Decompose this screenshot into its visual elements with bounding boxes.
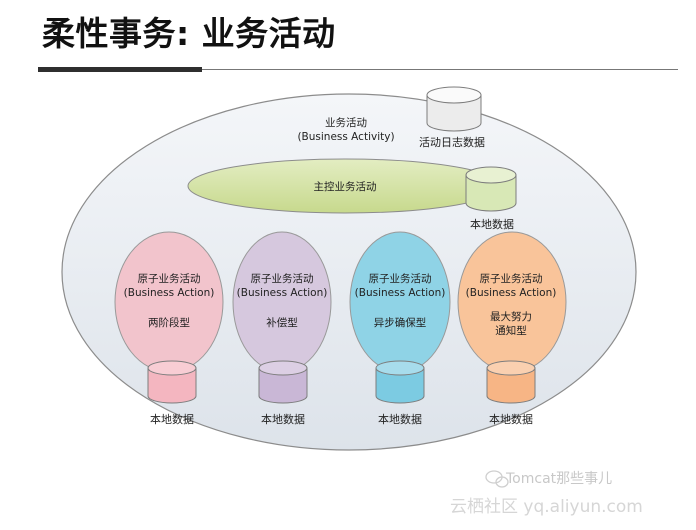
action-title-cn: 原子业务活动	[137, 273, 201, 285]
action-title-en: (Business Action)	[465, 287, 557, 299]
main-local-database-icon	[465, 166, 517, 212]
action-title-en: (Business Action)	[354, 287, 446, 299]
action-type-label: 通知型	[495, 325, 527, 337]
action-title-cn: 原子业务活动	[368, 273, 432, 285]
local-database-icon	[258, 360, 308, 404]
site-watermark: 云栖社区 yq.aliyun.com	[450, 497, 643, 517]
action-ellipse-compensation	[232, 231, 332, 373]
action-type-label: 异步确保型	[373, 317, 427, 329]
action-title-en: (Business Action)	[123, 287, 215, 299]
action-title-en: (Business Action)	[236, 287, 328, 299]
title-underline-bar	[38, 67, 202, 72]
action-type-label: 补偿型	[266, 317, 298, 329]
action-local-store-label: 本地数据	[261, 413, 305, 426]
wechat-watermark-icon	[485, 470, 509, 488]
activity-log-store-label: 活动日志数据	[419, 136, 485, 149]
action-title-cn: 原子业务活动	[479, 273, 543, 285]
action-local-store-label: 本地数据	[489, 413, 533, 426]
brand-watermark: Tomcat那些事儿	[506, 471, 613, 487]
local-database-icon	[147, 360, 197, 404]
page-title: 柔性事务: 业务活动	[42, 14, 336, 53]
main-local-store-label: 本地数据	[470, 218, 514, 231]
local-database-icon	[375, 360, 425, 404]
action-ellipse-best-effort	[457, 231, 567, 373]
action-ellipse-two-phase	[114, 231, 224, 373]
main-activity-label: 主控业务活动	[313, 181, 377, 193]
action-type-label: 两阶段型	[148, 317, 190, 329]
activity-log-database-icon	[426, 86, 482, 132]
action-title-cn: 原子业务活动	[250, 273, 314, 285]
business-activity-title-cn: 业务活动	[325, 117, 367, 129]
action-local-store-label: 本地数据	[150, 413, 194, 426]
local-database-icon	[486, 360, 536, 404]
business-activity-title-en: (Business Activity)	[297, 131, 395, 143]
title-underline-line	[202, 69, 678, 70]
action-local-store-label: 本地数据	[378, 413, 422, 426]
action-type-label: 最大努力	[490, 311, 532, 323]
action-ellipse-async	[349, 231, 451, 373]
